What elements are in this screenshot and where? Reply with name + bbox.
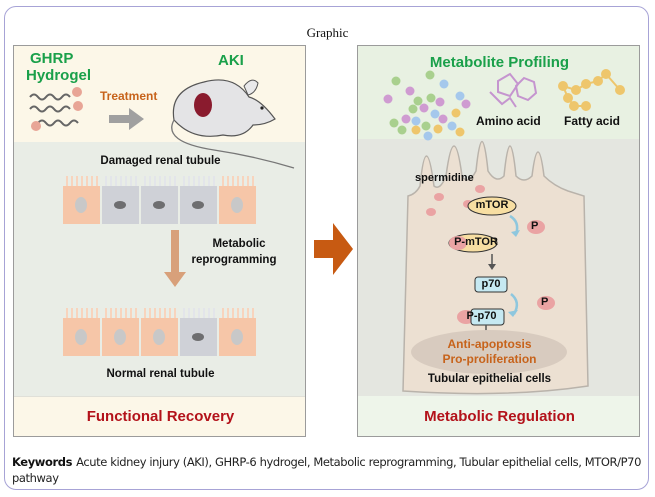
normal-cell <box>141 308 178 356</box>
p70-label: p70 <box>481 278 501 290</box>
spermidine-label: spermidine <box>415 172 474 184</box>
metabolite-dot <box>419 103 429 113</box>
keywords-text: Acute kidney injury (AKI), GHRP-6 hydrog… <box>12 455 641 485</box>
metabolite-dot <box>435 97 445 107</box>
hydrogel-chains-icon <box>29 93 79 127</box>
mouse-tail <box>171 119 295 169</box>
metabolite-dot <box>383 94 393 104</box>
metabolite-dot <box>426 93 436 103</box>
right-panel: Metabolite Profiling Amino acid Fatty ac… <box>357 45 640 437</box>
metabolite-dot <box>411 116 421 126</box>
metabolite-dot <box>397 125 407 135</box>
hydrogel-label-1: GHRP <box>30 50 74 67</box>
tubular-cell-shape <box>402 140 589 395</box>
damaged-cell <box>102 176 139 224</box>
p-mtor-label: P-mTOR <box>454 236 498 248</box>
amino-acid-icon <box>489 72 538 108</box>
metabolite-dot <box>425 70 435 80</box>
fatty-acid-label: Fatty acid <box>564 114 621 128</box>
treatment-section <box>14 46 305 142</box>
p70-node <box>474 276 508 293</box>
amino-acid-label: Amino acid <box>476 114 541 128</box>
figure-frame <box>4 6 649 490</box>
reprogramming-label-1: Metabolic <box>212 238 266 250</box>
graphic-title: Graphic <box>306 25 349 40</box>
metabolite-dot <box>447 121 457 131</box>
aki-label: AKI <box>218 52 244 69</box>
treatment-label: Treatment <box>100 89 158 103</box>
normal-cell <box>219 176 256 224</box>
phosphate-label-1: P <box>531 220 539 232</box>
metabolite-dot <box>411 125 421 135</box>
metabolite-dot <box>433 124 443 134</box>
functional-recovery-label: Functional Recovery <box>86 408 235 425</box>
normal-tubule-label: Normal renal tubule <box>106 368 215 380</box>
hydrogel-bead <box>73 101 83 111</box>
keywords-label: Keywords <box>12 455 73 469</box>
left-panel: GHRP Hydrogel Treatment AKI Damaged rena… <box>13 45 306 437</box>
metabolite-dot <box>391 76 401 86</box>
normal-cell <box>102 308 139 356</box>
p-p70-node <box>470 308 505 326</box>
mtor-label: mTOR <box>475 199 509 211</box>
kidney-icon <box>194 93 212 117</box>
damaged-cell <box>141 176 178 224</box>
damaged-cell <box>180 176 217 224</box>
right-illustration <box>383 69 625 395</box>
fatty-acid-icon <box>558 69 625 111</box>
phosphate-label-2: P <box>541 296 549 308</box>
metabolite-dot <box>423 131 433 141</box>
treatment-arrow-icon <box>109 108 144 130</box>
normal-cell <box>219 308 256 356</box>
left-illustration <box>29 79 295 356</box>
metabolite-dot <box>401 114 411 124</box>
metabolite-dot <box>439 79 449 89</box>
metabolite-dot <box>455 91 465 101</box>
damaged-tubule-label: Damaged renal tubule <box>100 155 221 167</box>
tubular-epithelial-label: Tubular epithelial cells <box>427 373 552 385</box>
metabolite-dot <box>438 114 448 124</box>
hydrogel-bead <box>72 87 82 97</box>
footer-section <box>14 396 305 436</box>
mouse-icon <box>171 79 295 169</box>
mtor-node <box>467 196 517 216</box>
metabolite-profiling-title: Metabolite Profiling <box>429 54 570 71</box>
footer-section <box>358 396 639 436</box>
metabolite-dot <box>408 104 418 114</box>
metabolite-dot <box>389 118 399 128</box>
metabolite-dot <box>461 99 471 109</box>
metabolic-regulation-label: Metabolic Regulation <box>424 408 575 425</box>
damaged-cell <box>180 308 217 356</box>
metabolite-dot <box>455 127 465 137</box>
p-p70-label: P-p70 <box>466 310 497 322</box>
anti-apoptosis-label: Anti-apoptosis <box>447 337 532 351</box>
reprogramming-label-2: reprogramming <box>191 254 277 266</box>
metabolite-dot <box>421 121 431 131</box>
metabolite-dot <box>405 86 415 96</box>
metabolite-dot <box>430 109 440 119</box>
reprogramming-arrow-icon <box>164 230 186 287</box>
pro-proliferation-label: Pro-proliferation <box>442 352 537 366</box>
normal-cell <box>63 308 100 356</box>
normal-cell <box>63 176 100 224</box>
hydrogel-label-2: Hydrogel <box>26 67 92 84</box>
metabolite-dot <box>413 96 423 106</box>
metabolite-dot <box>451 108 461 118</box>
metabolite-dots <box>383 70 471 141</box>
hydrogel-bead <box>31 121 41 131</box>
outcome-ellipse <box>411 330 567 374</box>
